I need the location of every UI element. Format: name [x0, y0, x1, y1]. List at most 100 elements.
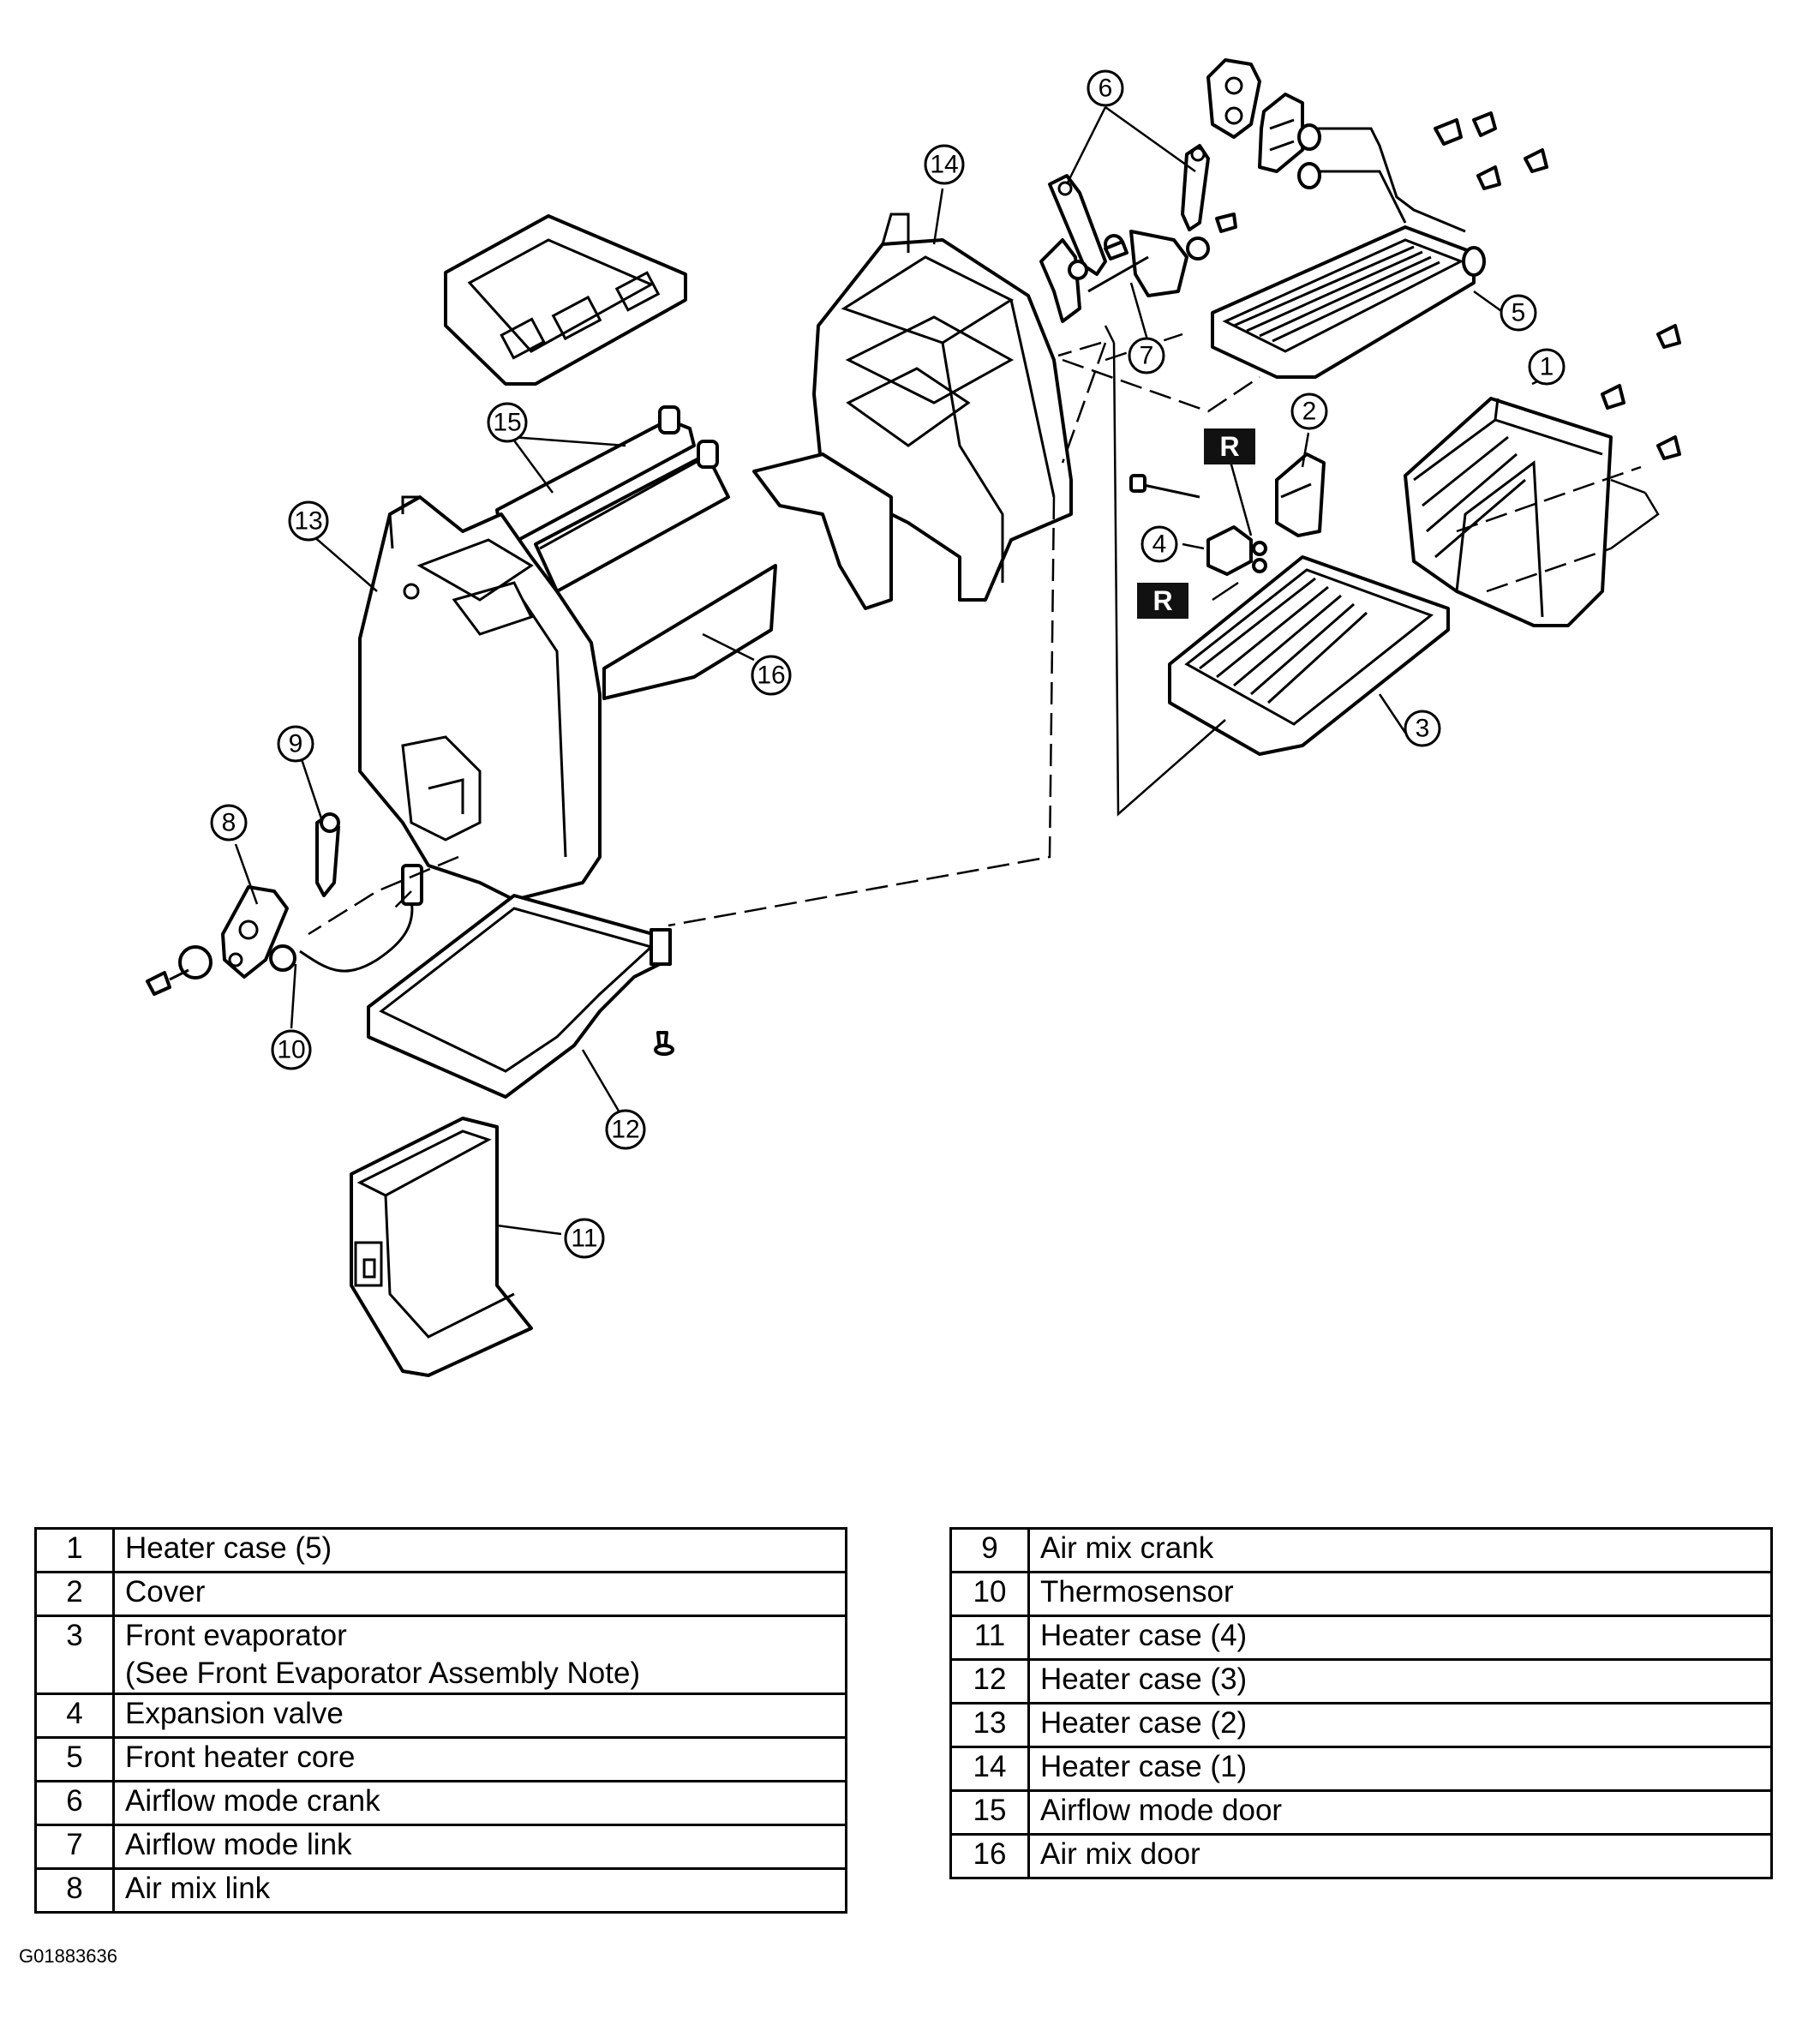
legend-item-number: 12 — [949, 1658, 1030, 1704]
legend-row: 14 Heater case (1) — [949, 1746, 1773, 1792]
legend-row: 7 Airflow mode link — [34, 1824, 847, 1870]
legend-item-number: 14 — [949, 1746, 1030, 1792]
r-badge-lower: R — [1137, 583, 1188, 619]
legend-item-number: 4 — [34, 1692, 115, 1739]
alignment-lines — [308, 325, 1660, 936]
legend-item-number: 5 — [34, 1736, 115, 1782]
figure-id: G01883636 — [19, 1945, 117, 1967]
svg-text:13: 13 — [294, 507, 322, 536]
legend-item-description: Airflow mode crank — [112, 1780, 847, 1826]
legend-row: 3 Front evaporator (See Front Evaporator A… — [34, 1615, 847, 1695]
heater-case-1-part — [752, 213, 1073, 610]
callout-9: 9 — [277, 725, 314, 763]
screws-right — [1601, 324, 1681, 460]
legend-description-line: (See Front Evaporator Assembly Note) — [125, 1657, 641, 1690]
legend-row: 4 Expansion valve — [34, 1692, 847, 1739]
air-mix-door-part — [602, 564, 777, 700]
legend-description-line: Heater case (5) — [125, 1531, 332, 1565]
screws-right-top — [1434, 111, 1548, 190]
callout-3: 3 — [1404, 710, 1441, 747]
legend-description-line: Heater case (3) — [1040, 1663, 1248, 1696]
svg-text:4: 4 — [1152, 530, 1167, 559]
legend-item-description: Air mix crank — [1027, 1527, 1773, 1573]
callout-15: 15 — [487, 402, 528, 443]
heater-case-2-part — [358, 495, 602, 902]
callout-7: 7 — [1128, 337, 1165, 374]
air-mix-crank-part — [315, 812, 340, 897]
legend-item-description: Thermosensor — [1027, 1571, 1773, 1617]
svg-text:R: R — [1219, 431, 1239, 462]
legend-description-line: Air mix crank — [1040, 1531, 1214, 1565]
legend-item-number: 3 — [34, 1615, 115, 1695]
legend-row: 15 Airflow mode door — [949, 1789, 1773, 1836]
callout-10: 10 — [271, 1029, 312, 1070]
legend-item-number: 16 — [949, 1833, 1030, 1879]
svg-text:14: 14 — [930, 151, 958, 179]
callout-16: 16 — [751, 655, 792, 696]
legend-item-description: Heater case (1) — [1027, 1746, 1773, 1792]
leader-lines — [234, 105, 1548, 1236]
legend-description-line: Front heater core — [125, 1740, 356, 1774]
legend-description-line: Heater case (2) — [1040, 1706, 1248, 1740]
legend-description-line: Air mix door — [1040, 1837, 1200, 1871]
legend-description-line: Airflow mode crank — [125, 1784, 380, 1818]
svg-text:15: 15 — [493, 409, 521, 437]
legend-item-description: Front heater core — [112, 1736, 847, 1782]
callout-12: 12 — [605, 1109, 646, 1150]
legend-item-number: 7 — [34, 1824, 115, 1870]
legend-description-line: Expansion valve — [125, 1697, 344, 1730]
legend-item-description: Heater case (3) — [1027, 1658, 1773, 1704]
legend-item-description: Air mix link — [112, 1867, 847, 1914]
legend-item-description: Cover — [112, 1571, 847, 1617]
airflow-mode-door-part — [495, 405, 730, 593]
legend-item-description: Expansion valve — [112, 1692, 847, 1739]
svg-text:12: 12 — [611, 1116, 639, 1144]
legend-item-description: Heater case (5) — [112, 1527, 847, 1573]
legend-item-description: Heater case (2) — [1027, 1702, 1773, 1748]
svg-text:16: 16 — [757, 662, 785, 690]
callout-5: 5 — [1500, 294, 1537, 332]
legend-item-description: Heater case (4) — [1027, 1615, 1773, 1661]
callout-14: 14 — [924, 144, 965, 185]
legend-description-line: Airflow mode link — [125, 1828, 352, 1861]
callout-4: 4 — [1140, 525, 1178, 563]
legend-description-line: Airflow mode door — [1040, 1794, 1283, 1827]
heater-case-4-part — [350, 1117, 533, 1377]
front-heater-core-part — [1211, 123, 1486, 379]
legend-description-line: Thermosensor — [1040, 1575, 1234, 1609]
callout-13: 13 — [288, 500, 329, 542]
legend-row: 16 Air mix door — [949, 1833, 1773, 1879]
legend-item-number: 15 — [949, 1789, 1030, 1836]
legend-row: 5 Front heater core — [34, 1736, 847, 1782]
r-badge-upper: R — [1204, 428, 1255, 464]
legend-item-description: Airflow mode link — [112, 1824, 847, 1870]
svg-text:11: 11 — [571, 1225, 597, 1253]
svg-text:9: 9 — [289, 730, 303, 758]
svg-text:R: R — [1152, 585, 1172, 616]
callout-11: 11 — [564, 1218, 605, 1259]
cover-part — [1275, 452, 1326, 537]
legend-item-description: Front evaporator (See Front Evaporator As… — [112, 1615, 847, 1695]
expansion-valve-part — [1129, 474, 1267, 576]
svg-text:7: 7 — [1140, 342, 1154, 370]
legend-description-line: Heater case (1) — [1040, 1750, 1248, 1783]
legend-description-line: Front evaporator — [125, 1619, 347, 1652]
callout-8: 8 — [210, 804, 248, 842]
svg-text:2: 2 — [1302, 398, 1317, 426]
callout-6: 6 — [1087, 69, 1124, 107]
legend-description-line: Heater case (4) — [1040, 1619, 1248, 1652]
legend-row: 12 Heater case (3) — [949, 1658, 1773, 1704]
callout-2: 2 — [1290, 392, 1328, 430]
air-mix-link-part — [146, 885, 296, 996]
svg-text:3: 3 — [1416, 715, 1430, 743]
svg-text:8: 8 — [222, 809, 236, 837]
heater-case-3-part — [367, 894, 674, 1099]
callout-1: 1 — [1528, 348, 1566, 386]
